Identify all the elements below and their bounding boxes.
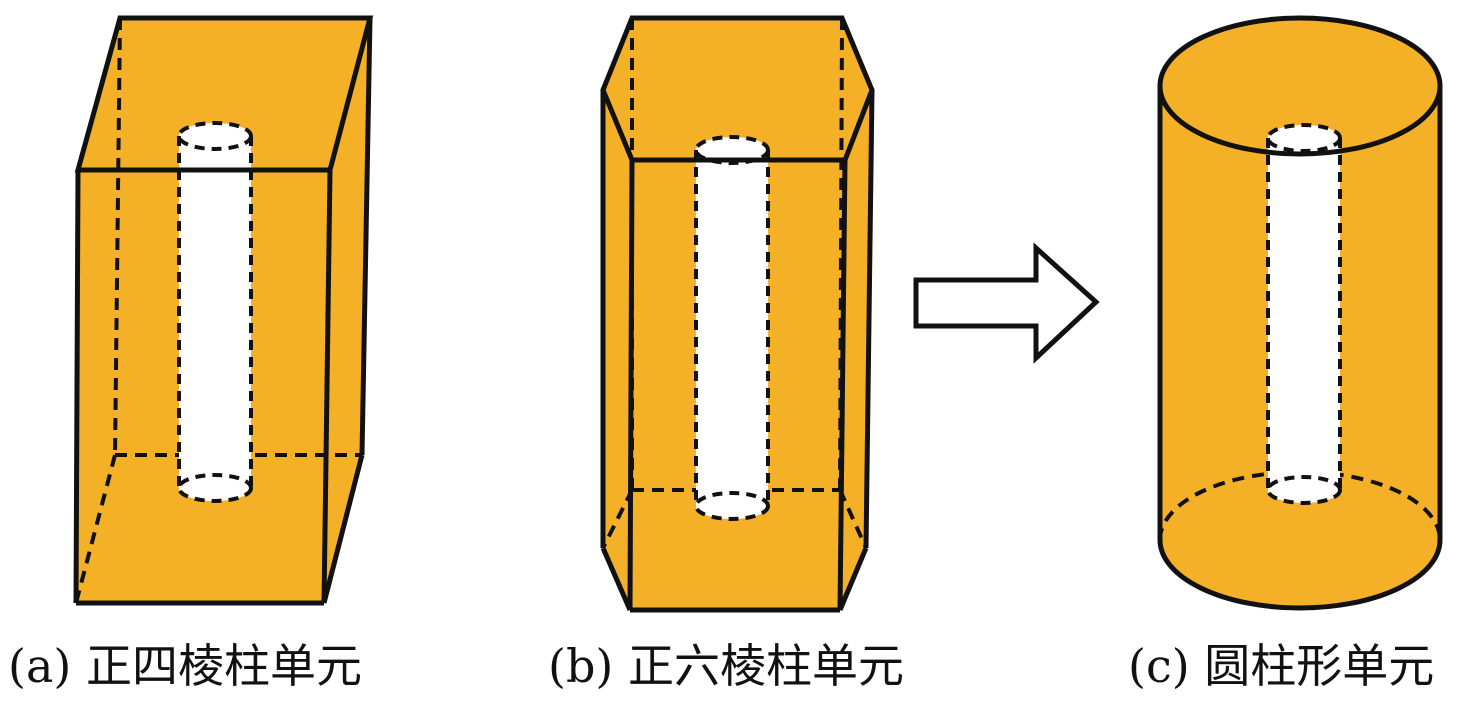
hexagonal-prism-visible-edges xyxy=(600,15,875,613)
right-arrow-icon xyxy=(913,242,1100,364)
square-prism-hole xyxy=(177,121,253,503)
hexagonal-prism-unit xyxy=(600,15,875,613)
cylinder-visible-edges xyxy=(1157,15,1443,611)
hexagonal-prism-hole xyxy=(694,135,770,521)
caption-hexagonal-prism: (b) 正六棱柱单元 xyxy=(548,639,904,693)
caption-square-prism: (a) 正四棱柱单元 xyxy=(8,639,362,693)
caption-cylinder: (c) 圆柱形单元 xyxy=(1128,639,1435,693)
square-prism-visible-edges xyxy=(73,15,374,606)
cylinder-hole xyxy=(1266,123,1342,505)
square-prism-unit xyxy=(73,15,374,606)
cylindrical-unit xyxy=(1157,15,1443,611)
